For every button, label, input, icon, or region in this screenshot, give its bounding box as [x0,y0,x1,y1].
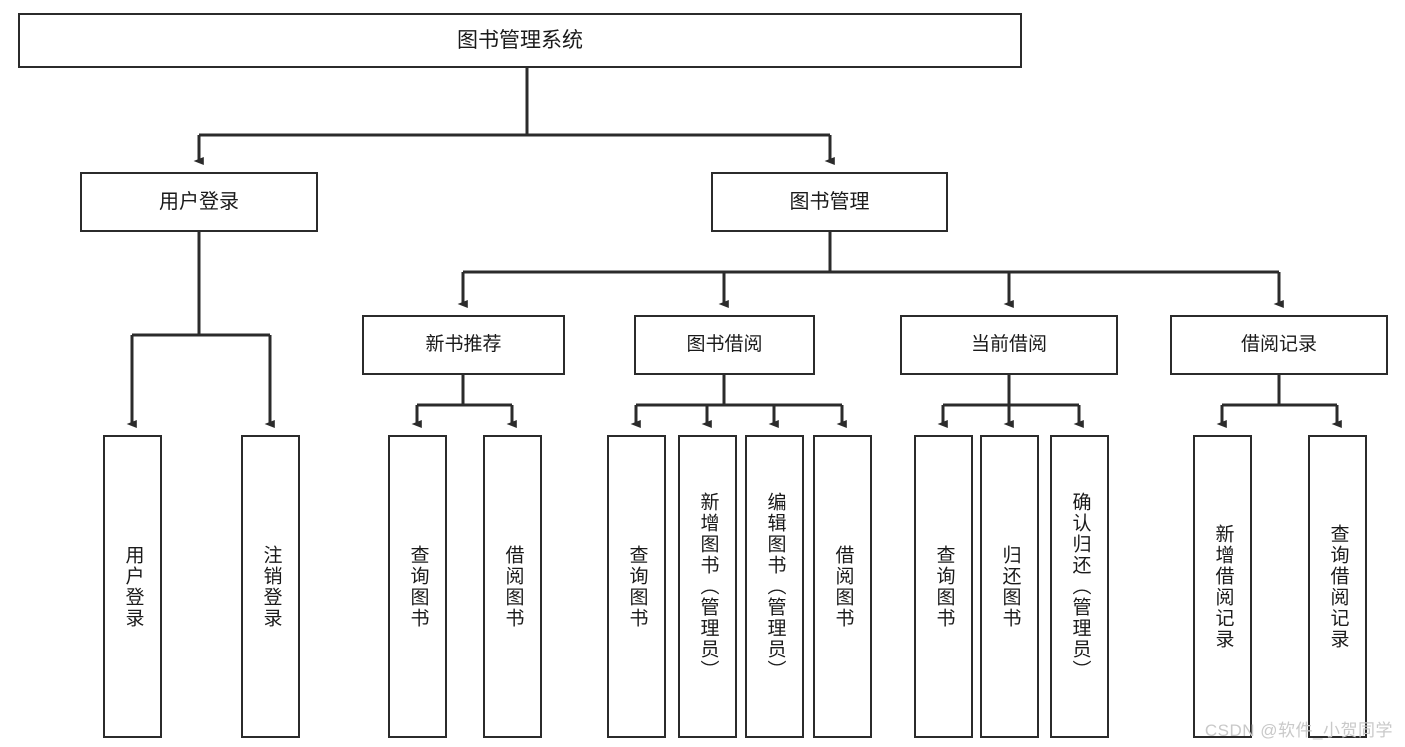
node-book-manage[interactable]: 图书管理 [711,172,948,232]
node-leaf-current-confirm[interactable]: 确认归还（管理员） [1050,435,1109,738]
node-leaf-borrow-lend-label: 借阅图书 [832,544,854,629]
node-book-borrow-label: 图书借阅 [686,334,763,356]
node-leaf-rec-borrow[interactable]: 借阅图书 [483,435,542,738]
node-leaf-user-login-label: 用户登录 [122,544,144,629]
node-leaf-borrow-lend[interactable]: 借阅图书 [813,435,872,738]
node-leaf-record-query-label: 查询借阅记录 [1327,523,1349,650]
node-leaf-record-query[interactable]: 查询借阅记录 [1308,435,1367,738]
node-user-login[interactable]: 用户登录 [80,172,318,232]
node-leaf-current-query-label: 查询图书 [933,544,955,629]
node-new-book-rec[interactable]: 新书推荐 [362,315,565,375]
node-borrow-record-label: 借阅记录 [1240,334,1317,356]
node-leaf-borrow-query-label: 查询图书 [626,544,648,629]
node-leaf-rec-query[interactable]: 查询图书 [388,435,447,738]
node-leaf-rec-borrow-label: 借阅图书 [502,544,524,629]
node-leaf-rec-query-label: 查询图书 [407,544,429,629]
node-borrow-record[interactable]: 借阅记录 [1170,315,1388,375]
node-leaf-borrow-query[interactable]: 查询图书 [607,435,666,738]
node-leaf-current-confirm-label: 确认归还（管理员） [1069,492,1091,681]
node-leaf-record-add-label: 新增借阅记录 [1212,523,1234,650]
node-root-label: 图书管理系统 [457,28,583,52]
node-leaf-borrow-edit[interactable]: 编辑图书（管理员） [745,435,804,738]
node-current-borrow[interactable]: 当前借阅 [900,315,1118,375]
node-leaf-current-query[interactable]: 查询图书 [914,435,973,738]
node-root[interactable]: 图书管理系统 [18,13,1022,68]
node-leaf-current-return-label: 归还图书 [999,544,1021,629]
node-leaf-record-add[interactable]: 新增借阅记录 [1193,435,1252,738]
node-user-login-label: 用户登录 [159,190,239,213]
node-leaf-borrow-edit-label: 编辑图书（管理员） [764,492,786,681]
node-book-borrow[interactable]: 图书借阅 [634,315,815,375]
node-leaf-user-logout-label: 注销登录 [260,544,282,629]
node-current-borrow-label: 当前借阅 [970,334,1047,356]
node-leaf-borrow-add-label: 新增图书（管理员） [697,492,719,681]
node-leaf-user-login[interactable]: 用户登录 [103,435,162,738]
node-new-book-rec-label: 新书推荐 [425,334,502,356]
node-leaf-user-logout[interactable]: 注销登录 [241,435,300,738]
node-leaf-current-return[interactable]: 归还图书 [980,435,1039,738]
node-leaf-borrow-add[interactable]: 新增图书（管理员） [678,435,737,738]
node-book-manage-label: 图书管理 [789,190,870,213]
